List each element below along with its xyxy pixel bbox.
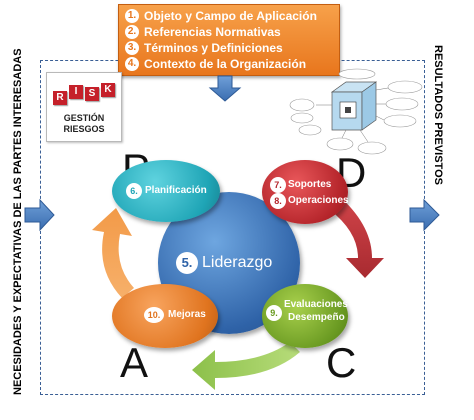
risk-management-block: R I S K GESTIÓN RIESGOS bbox=[46, 72, 122, 142]
clause-text: Contexto de la Organización bbox=[144, 57, 307, 71]
cube-diagram-icon bbox=[289, 68, 423, 155]
operations-number: 8. bbox=[270, 193, 286, 209]
clause-number: 4. bbox=[125, 57, 139, 71]
evaluation-number: 9. bbox=[266, 305, 282, 321]
planning-label: Planificación bbox=[145, 185, 207, 196]
clause-text: Términos y Definiciones bbox=[144, 41, 283, 55]
clause-4: 4. Contexto de la Organización bbox=[125, 56, 306, 72]
clause-3: 3. Términos y Definiciones bbox=[125, 40, 283, 56]
cycle-arrow-icon bbox=[92, 208, 134, 298]
risk-label-line1: GESTIÓN bbox=[63, 113, 105, 123]
risk-label-line2: RIESGOS bbox=[63, 124, 105, 134]
right-arrow-icon bbox=[24, 198, 55, 232]
leadership-number: 5. bbox=[176, 252, 198, 274]
down-arrow-icon bbox=[208, 75, 242, 102]
risk-label: GESTIÓN RIESGOS bbox=[47, 113, 121, 135]
evaluation-label-line1: Evaluaciones bbox=[284, 299, 348, 310]
clause-2: 2. Referencias Normativas bbox=[125, 24, 281, 40]
improvement-circle bbox=[112, 284, 218, 348]
pdca-letter-a: A bbox=[120, 339, 149, 386]
risk-cube: R bbox=[53, 91, 67, 105]
clause-number: 1. bbox=[125, 9, 139, 23]
clause-text: Referencias Normativas bbox=[144, 25, 281, 39]
improvement-label: Mejoras bbox=[168, 309, 206, 320]
cycle-arrow-icon bbox=[192, 342, 300, 390]
pdca-letter-c: C bbox=[326, 339, 357, 386]
risk-cube: K bbox=[101, 83, 115, 97]
clause-1: 1. Objeto y Campo de Aplicación bbox=[125, 8, 317, 24]
risk-cube: S bbox=[85, 87, 99, 101]
leadership-label: Liderazgo bbox=[202, 254, 273, 271]
risk-cube: I bbox=[69, 85, 83, 99]
clause-number: 2. bbox=[125, 25, 139, 39]
clause-text: Objeto y Campo de Aplicación bbox=[144, 9, 317, 23]
clause-number: 3. bbox=[125, 41, 139, 55]
cycle-arrow-icon bbox=[330, 195, 384, 278]
support-number: 7. bbox=[270, 177, 286, 193]
improvement-number: 10. bbox=[144, 307, 164, 323]
planning-number: 6. bbox=[126, 183, 142, 199]
evaluation-label-line2: Desempeño bbox=[288, 312, 345, 323]
expected-results-label: RESULTADOS PREVISTOS bbox=[432, 45, 444, 185]
support-label: Soportes bbox=[288, 179, 332, 190]
right-arrow-icon bbox=[409, 198, 440, 232]
stakeholder-needs-label: NECESIDADES Y EXPECTATIVAS DE LAS PARTES… bbox=[12, 48, 24, 395]
operations-label: Operaciones bbox=[288, 195, 349, 206]
